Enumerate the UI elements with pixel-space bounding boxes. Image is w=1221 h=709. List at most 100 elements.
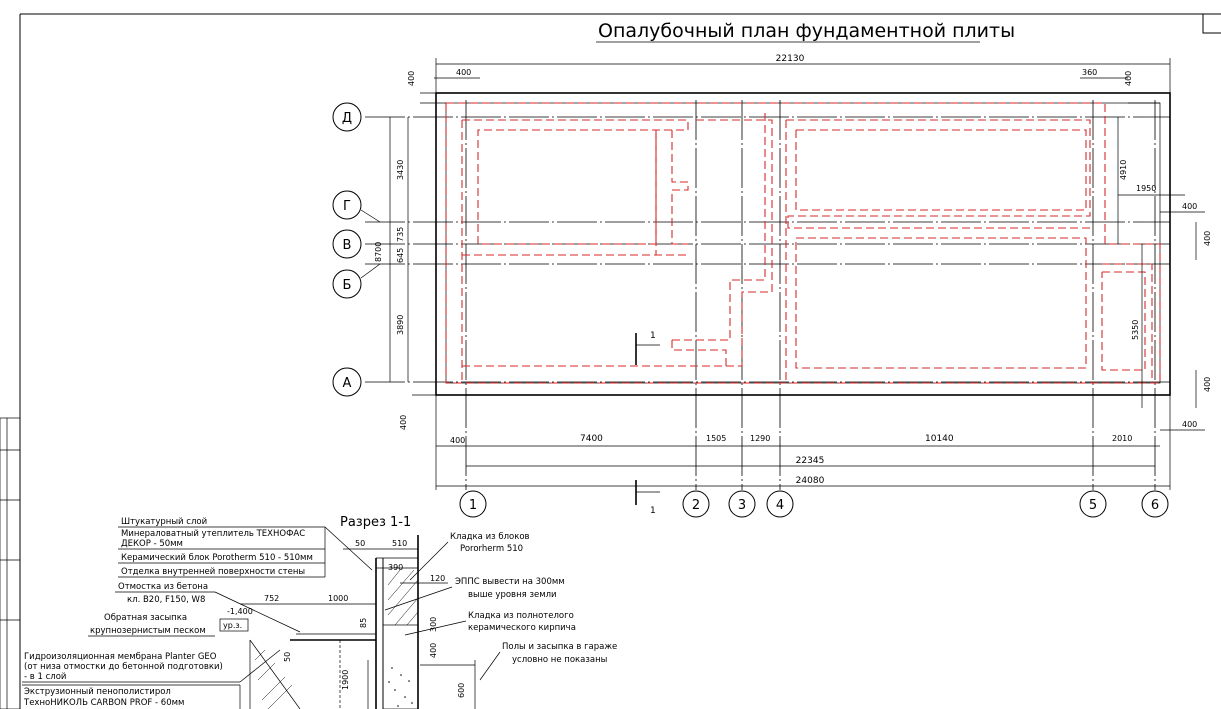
dim-top-edge-right: 400 [1124, 71, 1133, 86]
section-dim-752: 752 [264, 594, 279, 603]
section-level-mark: ур.з. [223, 621, 242, 630]
note-masonry-2: Pororherm 510 [460, 544, 523, 554]
section-title: Разрез 1-1 [340, 515, 411, 530]
dim-top-left: 400 [456, 68, 471, 77]
axis-bubble-g: Г [332, 190, 381, 223]
dim-bottom-axes-total: 22345 [796, 456, 825, 466]
section-dim-50b: 50 [283, 652, 292, 662]
axis-bubble-d: Д [332, 102, 362, 132]
dim-left-d4: 3890 [396, 315, 405, 335]
dim-right-d6: 400 [1203, 377, 1212, 392]
note-blind-area-2: кл. В20, F150, W8 [127, 595, 205, 605]
dim-right-d4: 400 [1203, 231, 1212, 246]
axis-bubbles-vertical: 1 2 3 4 5 6 [459, 490, 1169, 518]
dim-right-d7: 400 [1182, 420, 1197, 429]
section-dim-300: 300 [429, 617, 438, 632]
axis-label-d: Д [342, 111, 352, 126]
sheet-frame [0, 13, 1221, 709]
note-backfill-2: крупнозернистым песком [90, 626, 206, 636]
section-dim-600: 600 [457, 683, 466, 698]
axis-label-2: 2 [692, 498, 700, 513]
note-block: Керамический блок Porotherm 510 - 510мм [121, 553, 313, 563]
section-dim-120: 120 [430, 574, 445, 583]
dim-right-d2: 1950 [1136, 184, 1156, 193]
dim-top-right: 360 [1082, 68, 1097, 77]
section-marker-top: 1 [635, 331, 660, 365]
section-detail: Разрез 1-1 Штукатурный слой Минераловатн… [22, 515, 617, 709]
axis-bubble-a: А [332, 367, 362, 397]
axis-label-5: 5 [1089, 498, 1097, 513]
dim-right-d5: 5350 [1131, 320, 1140, 340]
section-mark-top: 1 [650, 331, 656, 341]
dim-bottom-s5: 2010 [1112, 434, 1132, 443]
dim-right-d1: 4910 [1119, 160, 1128, 180]
section-dim-510: 510 [392, 539, 407, 548]
axis-bubble-3: 3 [728, 490, 756, 518]
axis-label-a: А [343, 376, 352, 391]
dimensions-right: 4910 1950 400 400 5350 400 400 [1117, 117, 1212, 431]
section-dim-1900: 1900 [341, 670, 350, 690]
note-xps-2: ТехноНИКОЛЬ CARBON PROF - 60мм [23, 698, 184, 708]
axis-label-6: 6 [1151, 498, 1159, 513]
section-dim-1000: 1000 [328, 594, 348, 603]
axis-bubble-2: 2 [682, 490, 710, 518]
dim-bottom-s1: 7400 [580, 434, 603, 444]
note-insulation-1: Минераловатный утеплитель ТЕХНОФАС [121, 529, 305, 539]
note-insulation-2: ДЕКОР - 50мм [121, 539, 183, 549]
dim-right-d3: 400 [1182, 202, 1197, 211]
dim-left-d1: 3430 [396, 160, 405, 180]
axis-bubble-5: 5 [1079, 490, 1107, 518]
note-membrane-1: Гидроизоляционная мембрана Planter GEO [24, 652, 217, 662]
note-membrane-3: - в 1 слой [24, 672, 66, 682]
dimensions-top: 22130 400 360 400 400 [407, 54, 1171, 104]
note-brick-2: керамического кирпича [468, 623, 576, 633]
section-mark-bottom: 1 [650, 506, 656, 516]
axis-bubble-6: 6 [1141, 490, 1169, 518]
axis-label-1: 1 [469, 498, 477, 513]
axis-bubble-1: 1 [459, 490, 487, 518]
axis-bubble-4: 4 [766, 490, 794, 518]
dim-bottom-edge: 400 [450, 436, 465, 445]
section-dim-390: 390 [388, 563, 403, 572]
section-geometry [249, 535, 476, 709]
note-floor-1: Полы и засыпка в гараже [502, 642, 617, 652]
note-membrane-2: (от низа отмостки до бетонной подготовки… [24, 662, 223, 672]
section-leader-notes: Штукатурный слой Минераловатный утеплите… [22, 517, 617, 709]
plan-title: Опалубочный план фундаментной плиты [598, 20, 1015, 42]
section-dimensions: 50 510 390 120 752 1000 -1,400 ур.з. 85 … [219, 539, 466, 698]
dimensions-bottom: 400 7400 1505 1290 10140 2010 22345 2408… [435, 395, 1171, 490]
dimensions-left: 8700 3430 735 645 3890 400 [374, 117, 436, 430]
note-xps-out-2: выше уровня земли [468, 590, 557, 600]
axis-bubbles-horizontal: Д Г В Б А [332, 102, 381, 397]
dim-bottom-s4: 10140 [925, 434, 954, 444]
note-xps-out-1: ЭППС вывести на 300мм [455, 577, 565, 587]
dim-left-total: 8700 [374, 242, 383, 262]
note-backfill-1: Обратная засыпка [104, 613, 187, 623]
note-blind-area-1: Отмостка из бетона [118, 582, 208, 592]
dim-bottom-s2: 1505 [706, 434, 726, 443]
dim-bottom-total: 24080 [796, 476, 825, 486]
axis-label-g: Г [343, 199, 351, 214]
note-xps-1: Экструзионный пенополистирол [24, 687, 171, 697]
section-dim-85: 85 [359, 618, 368, 628]
axis-label-4: 4 [776, 498, 784, 513]
axis-label-b: Б [343, 278, 352, 293]
grid-axes [365, 100, 1170, 490]
dim-top-total: 22130 [776, 54, 805, 64]
axis-bubble-v: В [332, 229, 362, 259]
dim-left-d5: 400 [399, 415, 408, 430]
section-dim-50: 50 [355, 539, 365, 548]
note-finish: Отделка внутренней поверхности стены [121, 567, 305, 577]
note-floor-2: условно не показаны [512, 655, 607, 665]
dim-bottom-s3: 1290 [750, 434, 770, 443]
dim-top-edge-left: 400 [407, 71, 416, 86]
section-dim-400: 400 [429, 643, 438, 658]
axis-label-3: 3 [738, 498, 746, 513]
note-brick-1: Кладка из полнотелого [468, 611, 574, 621]
axis-bubble-b: Б [332, 263, 381, 299]
wall-outlines [445, 102, 1161, 384]
note-stucco: Штукатурный слой [121, 517, 207, 527]
note-masonry-1: Кладка из блоков [450, 532, 530, 542]
axis-label-v: В [343, 238, 352, 253]
